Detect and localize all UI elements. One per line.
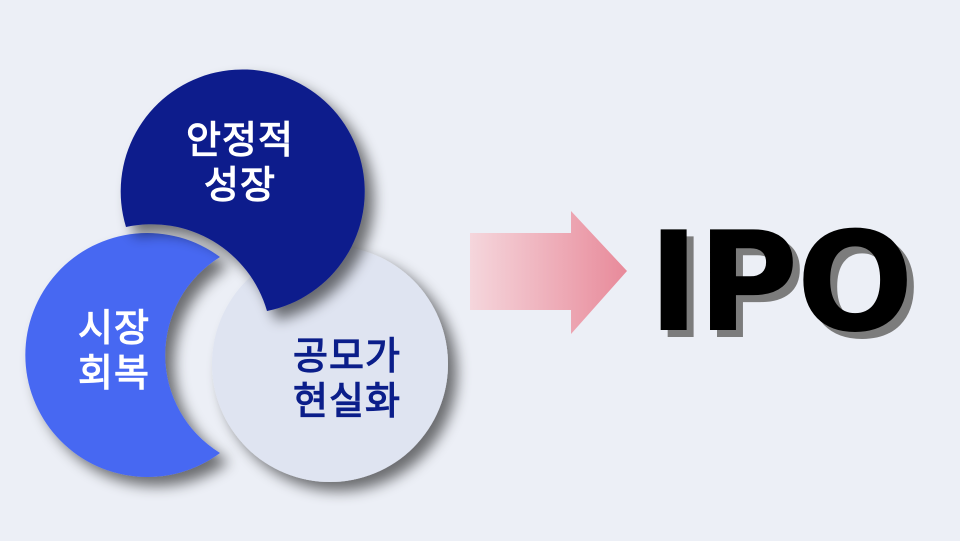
label-market-recovery: 시장 회복 [44, 306, 184, 396]
label-market-recovery-line1: 시장 [78, 306, 150, 350]
ipo-result-text: IPO [648, 202, 914, 363]
label-ipo-price-line1: 공모가 [293, 334, 401, 378]
label-market-recovery-line2: 회복 [78, 350, 150, 395]
label-stable-growth-line2: 성장 [204, 162, 276, 207]
label-stable-growth-line1: 안정적 [186, 118, 294, 162]
label-stable-growth: 안정적 성장 [150, 118, 330, 208]
label-ipo-price-line2: 현실화 [293, 378, 401, 423]
circle-market-recovery [25, 232, 221, 477]
label-ipo-price-realization: 공모가 현실화 [262, 334, 432, 424]
arrow-icon [470, 211, 627, 334]
circle-stable-growth [120, 69, 365, 312]
